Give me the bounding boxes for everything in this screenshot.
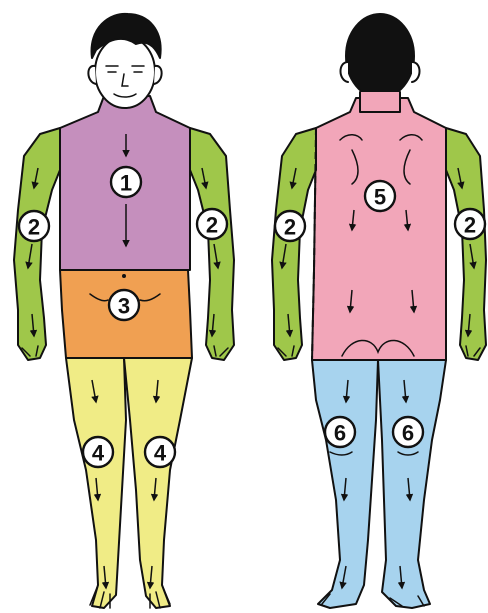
back-ear-right <box>412 62 420 82</box>
back-leg-right-zone-6 <box>378 360 446 608</box>
front-ear-right <box>154 66 162 84</box>
svg-text:3: 3 <box>118 294 130 319</box>
svg-text:6: 6 <box>334 421 346 446</box>
front-leg-right-zone-4 <box>124 358 192 608</box>
svg-text:2: 2 <box>464 213 476 238</box>
svg-text:6: 6 <box>402 421 414 446</box>
front-ear-left <box>88 66 96 84</box>
front-zone-label-2-left: 2 <box>19 211 49 241</box>
back-zone-label-2-left: 2 <box>275 211 305 241</box>
front-zone-label-1: 1 <box>111 167 141 197</box>
back-figure: 5 2 2 6 6 <box>272 14 486 608</box>
back-zone-label-2-right: 2 <box>455 209 485 239</box>
svg-text:1: 1 <box>120 171 132 196</box>
svg-text:2: 2 <box>284 215 296 240</box>
back-ear-left <box>341 62 349 82</box>
front-zone-label-4-right: 4 <box>145 437 175 467</box>
back-neck <box>360 92 400 112</box>
back-zone-label-6-right: 6 <box>393 417 423 447</box>
svg-text:5: 5 <box>374 185 386 210</box>
front-navel <box>122 274 126 278</box>
front-zone-label-2-right: 2 <box>197 209 227 239</box>
front-arm-right-zone-2 <box>190 128 234 360</box>
front-zone-label-4-left: 4 <box>83 437 113 467</box>
back-torso-zone-5 <box>312 98 446 360</box>
front-arm-left-zone-2 <box>14 128 60 360</box>
svg-text:4: 4 <box>154 441 167 466</box>
back-zone-label-5: 5 <box>365 181 395 211</box>
svg-text:2: 2 <box>206 213 218 238</box>
front-zone-label-3: 3 <box>109 290 139 320</box>
back-head <box>346 14 414 98</box>
back-arm-left-zone-2 <box>272 128 316 360</box>
svg-text:4: 4 <box>92 441 105 466</box>
back-zone-label-6-left: 6 <box>325 417 355 447</box>
front-figure: 1 2 2 3 4 4 <box>14 14 234 608</box>
back-arm-right-zone-2 <box>446 128 486 360</box>
svg-text:2: 2 <box>28 215 40 240</box>
